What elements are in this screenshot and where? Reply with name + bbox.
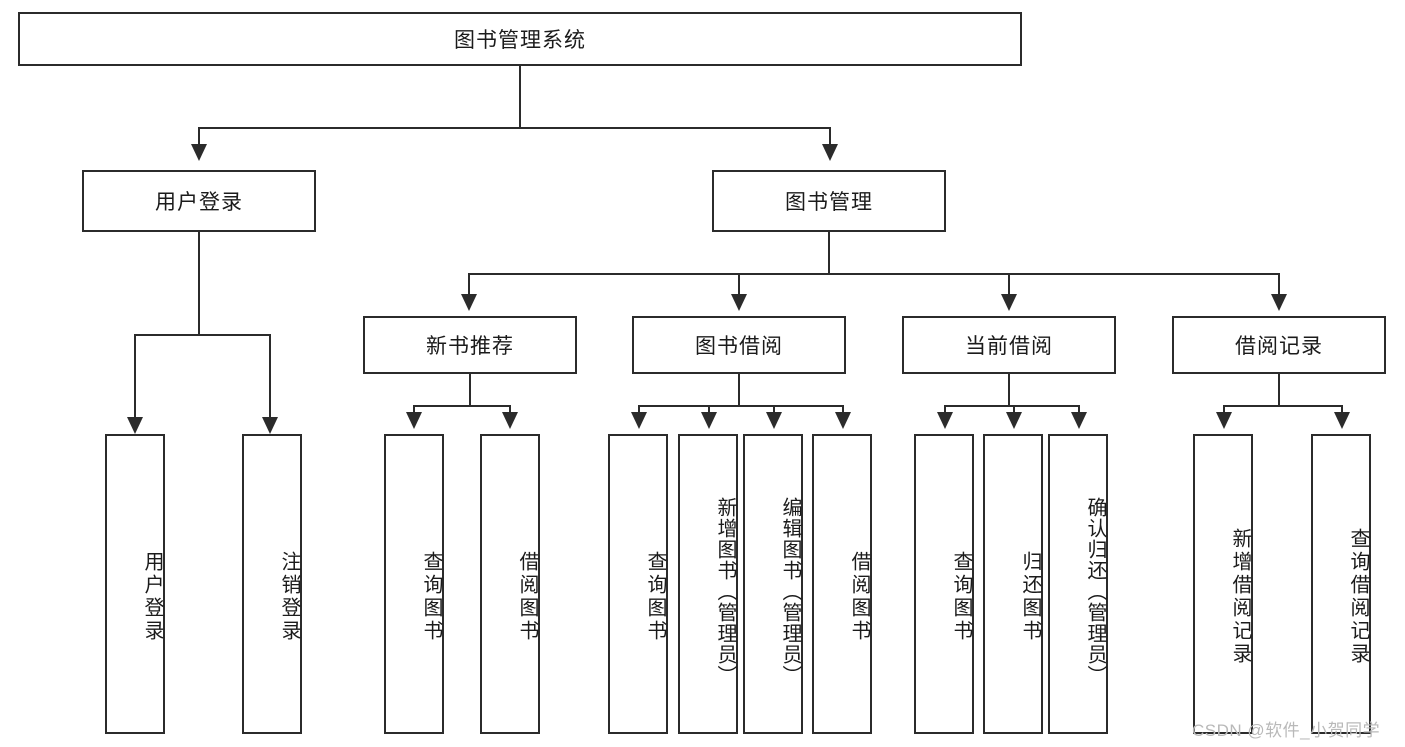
- connector-current-drop-2: [1013, 405, 1015, 413]
- connector-book-manage-drop-4: [1278, 273, 1280, 295]
- arrow-to-current-borrow: [1001, 294, 1017, 311]
- leaf-edit-book-label: 编辑图书（管理员）: [779, 496, 801, 686]
- arrow-to-user-login: [191, 144, 207, 161]
- leaf-edit-book[interactable]: 编辑图书（管理员）: [743, 434, 803, 734]
- connector-recommend-bus: [413, 405, 511, 407]
- arrow-to-leaf-query-record: [1334, 412, 1350, 429]
- leaf-query-book-2-label: 查询图书: [644, 551, 666, 643]
- leaf-user-login[interactable]: 用户登录: [105, 434, 165, 734]
- csdn-watermark: CSDN @软件_小贺同学: [1192, 716, 1380, 741]
- connector-current-drop-3: [1078, 405, 1080, 413]
- node-book-borrow-label: 图书借阅: [695, 335, 783, 358]
- leaf-query-book-3-label: 查询图书: [950, 551, 972, 643]
- node-root[interactable]: 图书管理系统: [18, 12, 1022, 66]
- connector-recommend-drop-2: [509, 405, 511, 413]
- arrow-to-leaf-add-record: [1216, 412, 1232, 429]
- connector-root-drop-user: [198, 127, 200, 145]
- node-new-book-recommend-label: 新书推荐: [426, 335, 514, 358]
- leaf-add-book-label: 新增图书（管理员）: [714, 496, 736, 686]
- leaf-query-record[interactable]: 查询借阅记录: [1311, 434, 1371, 734]
- connector-borrow-drop-4: [842, 405, 844, 413]
- connector-root-drop-book: [829, 127, 831, 145]
- leaf-return-book[interactable]: 归还图书: [983, 434, 1043, 734]
- leaf-query-book-3[interactable]: 查询图书: [914, 434, 974, 734]
- node-borrow-record[interactable]: 借阅记录: [1172, 316, 1386, 374]
- leaf-borrow-book-2[interactable]: 借阅图书: [812, 434, 872, 734]
- connector-record-drop-1: [1223, 405, 1225, 413]
- leaf-borrow-book-1[interactable]: 借阅图书: [480, 434, 540, 734]
- node-borrow-record-label: 借阅记录: [1235, 335, 1323, 358]
- arrow-to-leaf-edit-book: [766, 412, 782, 429]
- leaf-borrow-book-2-label: 借阅图书: [848, 551, 870, 643]
- connector-book-manage-drop-3: [1008, 273, 1010, 295]
- connector-book-manage-drop-1: [468, 273, 470, 295]
- leaf-query-book-2[interactable]: 查询图书: [608, 434, 668, 734]
- arrow-to-leaf-add-book: [701, 412, 717, 429]
- connector-current-drop-1: [944, 405, 946, 413]
- connector-borrow-drop-3: [773, 405, 775, 413]
- connector-borrow-bus: [638, 405, 844, 407]
- arrow-to-leaf-borrow-book-1: [502, 412, 518, 429]
- node-current-borrow-label: 当前借阅: [965, 335, 1053, 358]
- connector-user-login-drop-1: [134, 334, 136, 418]
- connector-user-login-bus: [134, 334, 270, 336]
- node-book-manage-label: 图书管理: [785, 191, 873, 214]
- csdn-watermark-text: CSDN @软件_小贺同学: [1192, 721, 1381, 740]
- connector-book-manage-stem: [828, 232, 830, 274]
- leaf-logout-label: 注销登录: [278, 551, 300, 643]
- connector-borrow-drop-2: [708, 405, 710, 413]
- connector-recommend-drop-1: [413, 405, 415, 413]
- arrow-to-leaf-user-login: [127, 417, 143, 434]
- node-current-borrow[interactable]: 当前借阅: [902, 316, 1116, 374]
- connector-user-login-drop-2: [269, 334, 271, 418]
- leaf-user-login-label: 用户登录: [141, 551, 163, 643]
- arrow-to-new-book-recommend: [461, 294, 477, 311]
- connector-recommend-stem: [469, 374, 471, 406]
- arrow-to-book-borrow: [731, 294, 747, 311]
- connector-record-bus: [1223, 405, 1343, 407]
- connector-current-bus: [944, 405, 1080, 407]
- arrow-to-leaf-borrow-book-2: [835, 412, 851, 429]
- arrow-to-leaf-logout: [262, 417, 278, 434]
- connector-record-stem: [1278, 374, 1280, 406]
- connector-book-manage-bus: [468, 273, 1280, 275]
- leaf-return-book-label: 归还图书: [1019, 551, 1041, 643]
- node-user-login[interactable]: 用户登录: [82, 170, 316, 232]
- connector-borrow-stem: [738, 374, 740, 406]
- leaf-query-record-label: 查询借阅记录: [1347, 528, 1369, 666]
- arrow-to-leaf-query-book-2: [631, 412, 647, 429]
- leaf-borrow-book-1-label: 借阅图书: [516, 551, 538, 643]
- connector-current-stem: [1008, 374, 1010, 406]
- arrow-to-leaf-return-book: [1006, 412, 1022, 429]
- arrow-to-book-manage: [822, 144, 838, 161]
- arrow-to-leaf-confirm-return: [1071, 412, 1087, 429]
- node-book-borrow[interactable]: 图书借阅: [632, 316, 846, 374]
- node-new-book-recommend[interactable]: 新书推荐: [363, 316, 577, 374]
- leaf-add-record[interactable]: 新增借阅记录: [1193, 434, 1253, 734]
- leaf-add-book[interactable]: 新增图书（管理员）: [678, 434, 738, 734]
- leaf-add-record-label: 新增借阅记录: [1229, 528, 1251, 666]
- leaf-confirm-return[interactable]: 确认归还（管理员）: [1048, 434, 1108, 734]
- connector-root-stem: [519, 66, 521, 128]
- leaf-query-book-1-label: 查询图书: [420, 551, 442, 643]
- node-root-label: 图书管理系统: [454, 29, 586, 52]
- leaf-confirm-return-label: 确认归还（管理员）: [1084, 496, 1106, 686]
- connector-user-login-stem: [198, 232, 200, 335]
- connector-borrow-drop-1: [638, 405, 640, 413]
- arrow-to-leaf-query-book-3: [937, 412, 953, 429]
- node-user-login-label: 用户登录: [155, 191, 243, 214]
- connector-record-drop-2: [1341, 405, 1343, 413]
- node-book-manage[interactable]: 图书管理: [712, 170, 946, 232]
- connector-root-bus: [198, 127, 831, 129]
- leaf-query-book-1[interactable]: 查询图书: [384, 434, 444, 734]
- leaf-logout[interactable]: 注销登录: [242, 434, 302, 734]
- arrow-to-borrow-record: [1271, 294, 1287, 311]
- arrow-to-leaf-query-book-1: [406, 412, 422, 429]
- connector-book-manage-drop-2: [738, 273, 740, 295]
